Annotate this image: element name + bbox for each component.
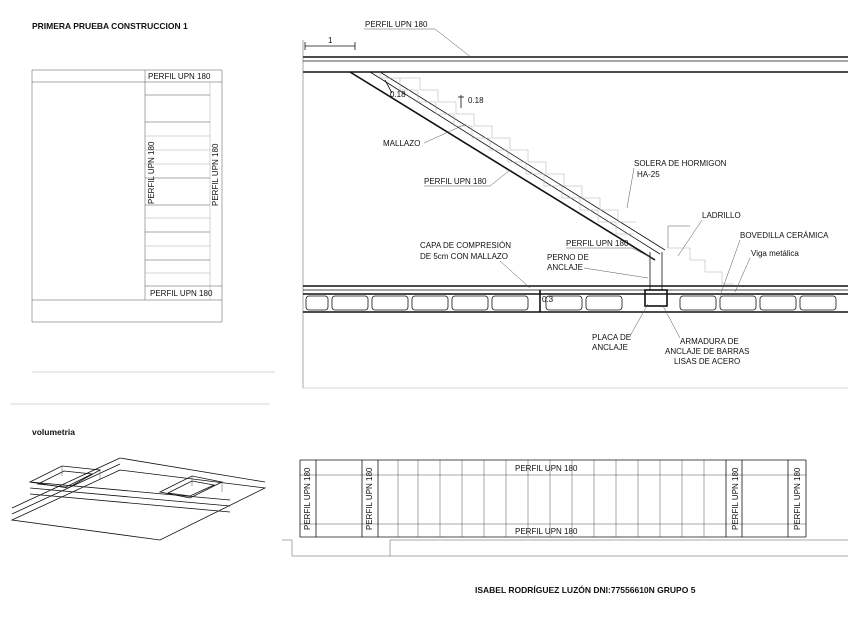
elevation-v2-label: PERFIL UPN 180: [365, 467, 374, 530]
plan-profile-top-label: PERFIL UPN 180: [148, 72, 211, 81]
dim-018-b: 0.18: [468, 96, 484, 105]
perno-label-line2: ANCLAJE: [547, 263, 583, 272]
elevation-v4-label: PERFIL UPN 180: [793, 467, 802, 530]
elevation-v1-label: PERFIL UPN 180: [303, 467, 312, 530]
elevation-v3-label: PERFIL UPN 180: [731, 467, 740, 530]
perfil-lower-label: PERFIL UPN 180: [566, 239, 629, 248]
dim-03: 0.3: [542, 295, 554, 304]
dim-018-a: 0.18: [390, 90, 406, 99]
perfil-diag-label: PERFIL UPN 180: [424, 177, 487, 186]
placa-label-line1: PLACA DE: [592, 333, 631, 342]
elevation-top-label: PERFIL UPN 180: [515, 464, 578, 473]
author-footer: ISABEL RODRÍGUEZ LUZÓN DNI:77556610N GRU…: [475, 584, 696, 595]
elevation-bottom-label: PERFIL UPN 180: [515, 527, 578, 536]
elevation-view: PERFIL UPN 180 PERFIL UPN 180 PERFIL UPN…: [282, 459, 848, 557]
armadura-label-line1: ARMADURA DE: [680, 337, 739, 346]
plan-profile-bottom-label: PERFIL UPN 180: [150, 289, 213, 298]
capa-label-line2: DE 5cm CON MALLAZO: [420, 252, 508, 261]
plan-profile-vertical-right-label: PERFIL UPN 180: [211, 143, 220, 206]
ladrillo-label: LADRILLO: [702, 211, 741, 220]
solera-label-line1: SOLERA DE HORMIGON: [634, 159, 727, 168]
anchor-plate: [644, 289, 668, 307]
volumetria-title: volumetria: [32, 427, 75, 437]
viga-label: Viga metálica: [751, 249, 799, 258]
armadura-label-line3: LISAS DE ACERO: [674, 357, 740, 366]
sheet-title: PRIMERA PRUEBA CONSTRUCCION 1: [32, 21, 188, 31]
plan-profile-vertical-left-label: PERFIL UPN 180: [147, 141, 156, 204]
bovedilla-label: BOVEDILLA CERÁMICA: [740, 231, 829, 240]
dimension-1-label: 1: [328, 36, 333, 45]
bovedilla-blocks: [305, 295, 837, 311]
armadura-label-line2: ANCLAJE DE BARRAS: [665, 347, 749, 356]
capa-label-line1: CAPA DE COMPRESIÓN: [420, 241, 511, 250]
section-view: 1 PERFIL UPN 180 0.18 0.18: [302, 20, 848, 389]
perno-label-line1: PERNO DE: [547, 253, 589, 262]
placa-label-line2: ANCLAJE: [592, 343, 628, 352]
plan-view: PERFIL UPN 180 PERFIL UPN 180 PERFIL UPN…: [31, 69, 275, 373]
volumetria-drawing: [10, 457, 267, 541]
mallazo-label: MALLAZO: [383, 139, 420, 148]
solera-label-line2: HA-25: [637, 170, 660, 179]
section-perfil-top-label: PERFIL UPN 180: [365, 20, 428, 29]
